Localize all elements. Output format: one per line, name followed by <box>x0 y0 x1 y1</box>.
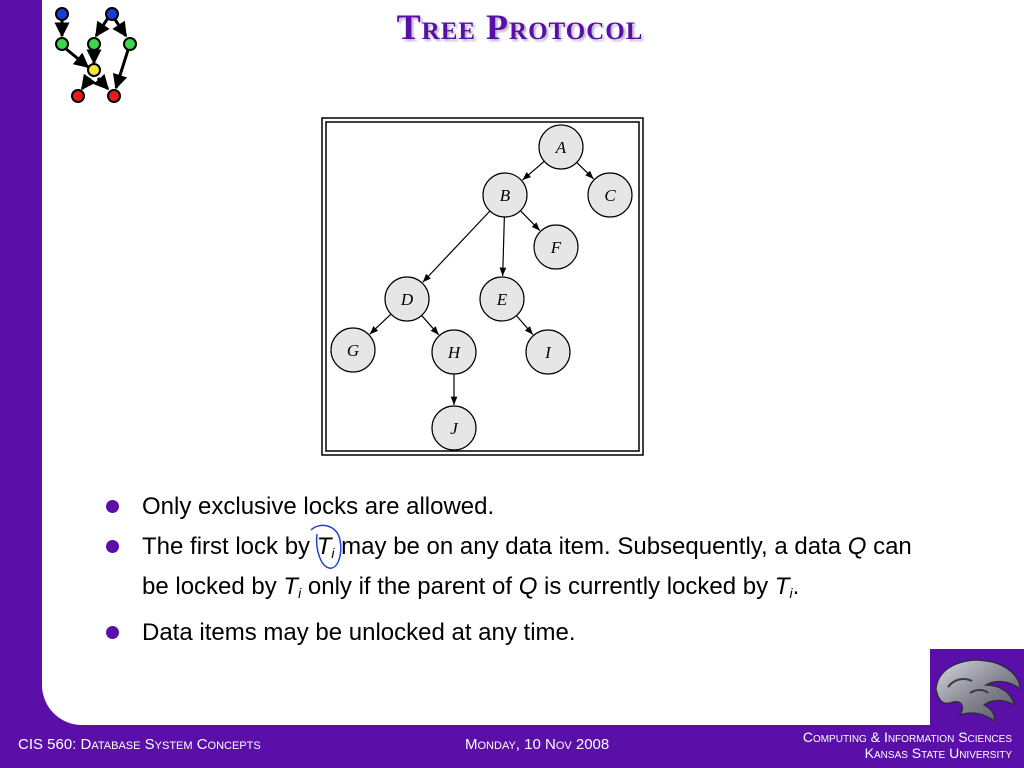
footer-course: CIS 560: Database System Concepts <box>18 736 261 753</box>
tree-edge-a-c <box>576 161 594 180</box>
tree-node-label: B <box>500 186 511 205</box>
tree-edge-b-e <box>499 216 507 277</box>
tree-figure: A B C D E F G H I J <box>321 117 644 456</box>
tree-node-label: J <box>450 419 459 438</box>
bullet-text: Data items may be unlocked at any time. <box>142 619 576 646</box>
footer-department: Computing & Information Sciences <box>802 729 1012 745</box>
footer-institution: Computing & Information Sciences Kansas … <box>803 729 1012 761</box>
bullet-marker <box>106 500 119 513</box>
tree-node-label: H <box>447 343 462 362</box>
bullet-marker <box>106 626 119 639</box>
tree-node-g: G <box>330 327 376 373</box>
handwritten-circle-annotation <box>310 524 342 569</box>
footer-university: Kansas State University <box>864 745 1012 761</box>
tree-node-label: G <box>347 341 359 360</box>
bullet-list: Only exclusive locks are allowed. The fi… <box>106 490 926 656</box>
tree-node-e: E <box>479 276 525 322</box>
tree-edge-b-d <box>422 210 491 283</box>
tree-node-b: B <box>482 172 528 218</box>
tree-node-label: D <box>400 290 414 309</box>
bullet-item: Only exclusive locks are allowed. <box>106 490 926 524</box>
wildcat-logo-icon <box>930 649 1024 727</box>
tree-edge-e-i <box>515 315 534 336</box>
tree-node-f: F <box>533 224 579 270</box>
tree-node-h: H <box>431 329 477 375</box>
tree-node-d: D <box>384 276 430 322</box>
tree-edge-a-b <box>522 160 545 181</box>
tree-node-label: A <box>555 138 567 157</box>
tree-node-i: I <box>525 329 571 375</box>
tree-node-a: A <box>538 124 584 170</box>
tree-node-j: J <box>431 405 477 451</box>
bullet-text: The first lock by <box>142 533 317 560</box>
footer-date: Monday, 10 Nov 2008 <box>465 736 610 753</box>
tree-node-label: I <box>544 343 552 362</box>
bullet-marker <box>106 540 119 553</box>
tree-edge-b-f <box>519 210 541 231</box>
tree-edge-d-g <box>369 313 392 335</box>
annotated-variable: Ti <box>310 524 342 570</box>
tree-node-c: C <box>587 172 633 218</box>
bullet-item: Data items may be unlocked at any time. <box>106 616 926 650</box>
tree-node-label: F <box>550 238 562 257</box>
bullet-text: Only exclusive locks are allowed. <box>142 493 495 520</box>
tree-node-label: E <box>496 290 508 309</box>
bullet-item: The first lock by Ti may be on any data … <box>106 524 926 610</box>
graph-logo-icon <box>54 7 137 103</box>
tree-edge-d-h <box>421 315 440 336</box>
slide-title: Tree Protocol <box>396 7 644 47</box>
tree-node-label: C <box>604 186 616 205</box>
